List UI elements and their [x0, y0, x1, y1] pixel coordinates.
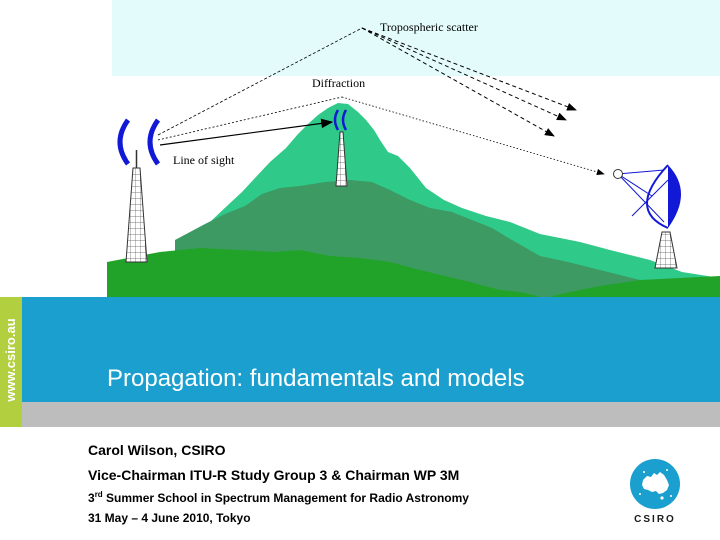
event-date: 31 May – 4 June 2010, Tokyo [88, 511, 251, 525]
logo-text: CSIRO [634, 514, 676, 525]
title-band [22, 297, 720, 402]
author-name: Carol Wilson, CSIRO [88, 442, 226, 458]
school-ordinal: 3 [88, 491, 95, 505]
transmitter-antenna-icon [117, 118, 161, 166]
propagation-diagram: Tropospheric scatter Diffraction Line of… [107, 0, 720, 298]
line-of-sight-arrow [159, 118, 334, 146]
ground-right [545, 276, 720, 298]
relay-antenna-icon [333, 109, 348, 131]
line-of-sight-label: Line of sight [173, 153, 235, 167]
school-text: Summer School in Spectrum Management for… [102, 491, 469, 505]
school-line: 3rd Summer School in Spectrum Management… [88, 490, 469, 505]
tropospheric-path-line [157, 27, 363, 136]
relay-tower [335, 131, 348, 187]
transmitter-tower [125, 150, 148, 263]
school-ordinal-suffix: rd [94, 490, 103, 499]
diffraction-arrow [341, 96, 605, 176]
diffraction-path-line [157, 96, 343, 141]
ground [107, 248, 545, 298]
scatter-arrow-2 [361, 27, 567, 121]
website-url: www.csiro.au [3, 318, 18, 402]
tropospheric-scatter-label: Tropospheric scatter [380, 20, 478, 34]
diffraction-label: Diffraction [312, 76, 365, 90]
sky-area [112, 0, 720, 76]
slide-title: Propagation: fundamentals and models [107, 365, 525, 392]
csiro-logo-icon [630, 459, 680, 509]
author-role: Vice-Chairman ITU-R Study Group 3 & Chai… [88, 467, 460, 483]
scatter-arrow-1 [361, 27, 577, 111]
scatter-arrow-3 [361, 27, 555, 137]
divider-band [22, 402, 720, 427]
receiver-tower [654, 231, 678, 269]
satellite-dish-icon [613, 164, 681, 229]
side-strip: www.csiro.au [0, 297, 22, 427]
